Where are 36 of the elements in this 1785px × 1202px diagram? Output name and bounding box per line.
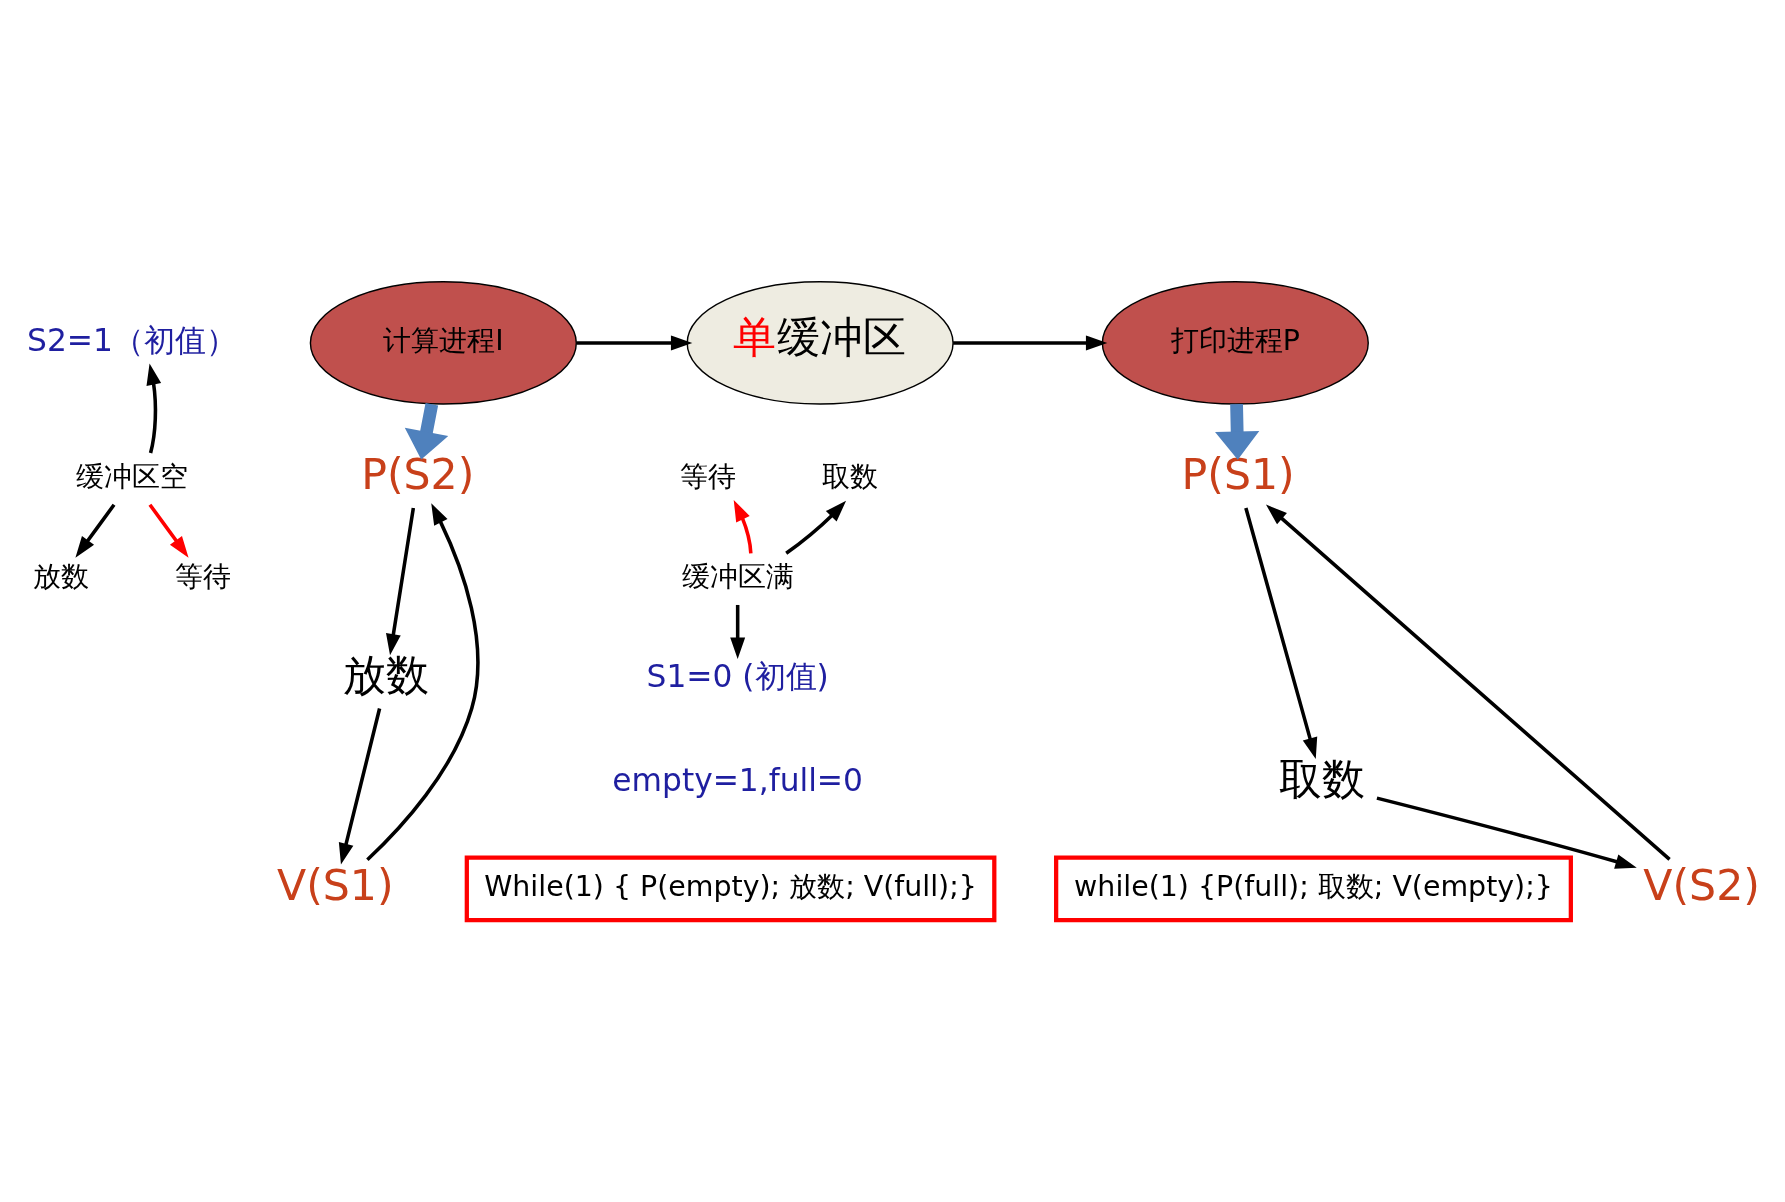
node-text: 等待 bbox=[174, 560, 231, 594]
node-text: S2=1（初值） bbox=[26, 321, 237, 358]
node-text: 取数 bbox=[1278, 753, 1365, 804]
arrow bbox=[952, 335, 1107, 351]
node-ellipse: 打印进程P bbox=[1101, 281, 1369, 405]
arrow bbox=[576, 335, 692, 351]
arrow bbox=[733, 499, 753, 554]
arrow bbox=[404, 403, 448, 460]
arrow bbox=[784, 500, 846, 555]
node-ellipse: 计算进程I bbox=[309, 281, 577, 405]
arrow bbox=[729, 604, 745, 659]
arrow bbox=[148, 503, 189, 558]
node-text: 等待 bbox=[679, 459, 736, 493]
arrow bbox=[1376, 796, 1637, 869]
arrow bbox=[338, 708, 381, 865]
node-text: 缓冲区空 bbox=[75, 459, 188, 493]
node-text: V(S1) bbox=[276, 859, 394, 910]
node-box: while(1) {P(full); 取数; V(empty);} bbox=[1053, 855, 1573, 923]
arrow bbox=[1265, 504, 1671, 861]
node-box: While(1) { P(empty); 放数; V(full);} bbox=[464, 855, 996, 923]
arrow bbox=[365, 503, 480, 862]
arrow bbox=[1243, 507, 1317, 759]
label: empty=1,full=0 bbox=[611, 761, 863, 798]
node-text: P(S1) bbox=[1181, 449, 1295, 500]
arrow bbox=[146, 363, 161, 454]
node-text: 缓冲区满 bbox=[681, 560, 794, 594]
node-text: P(S2) bbox=[360, 449, 474, 500]
arrow bbox=[385, 507, 415, 656]
node-text: 取数 bbox=[821, 459, 878, 493]
arrow bbox=[74, 503, 115, 558]
node-text: 放数 bbox=[342, 649, 429, 700]
node-text: S1=0 (初值) bbox=[646, 658, 829, 695]
node-text: 放数 bbox=[32, 560, 89, 594]
arrow bbox=[1214, 404, 1259, 460]
node-text: V(S2) bbox=[1642, 859, 1760, 910]
node-ellipse: 单缓冲区 bbox=[686, 281, 954, 405]
